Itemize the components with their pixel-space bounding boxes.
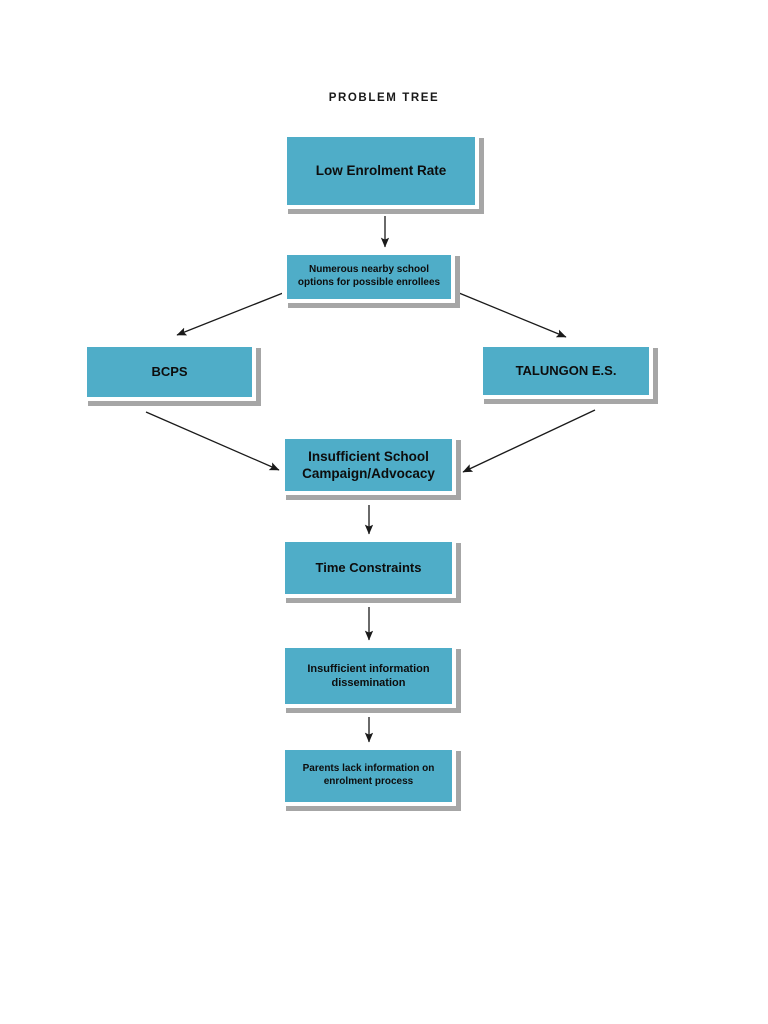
node-parents-lack-information[interactable]: Parents lack information on enrolment pr… — [281, 746, 456, 806]
page-title: PROBLEM TREE — [328, 92, 440, 104]
node-numerous-nearby-school-options[interactable]: Numerous nearby school options for possi… — [283, 251, 455, 303]
node-label: TALUNGON E.S. — [515, 362, 617, 378]
node-label: Time Constraints — [315, 559, 422, 575]
node-low-enrolment-rate[interactable]: Low Enrolment Rate — [283, 133, 479, 209]
edge-right-to-mid — [462, 409, 596, 473]
edge-left-to-mid — [145, 411, 280, 471]
node-talungon-es[interactable]: TALUNGON E.S. — [479, 343, 653, 399]
edge-cause-to-right — [458, 292, 567, 338]
node-label: Parents lack information on enrolment pr… — [302, 763, 435, 787]
node-label: Low Enrolment Rate — [315, 163, 447, 179]
node-label: BCPS — [151, 363, 188, 379]
node-label: Insufficient School Campaign/Advocacy — [302, 448, 435, 481]
edge-cause-to-left — [176, 292, 284, 336]
node-time-constraints[interactable]: Time Constraints — [281, 538, 456, 598]
node-bcps[interactable]: BCPS — [83, 343, 256, 401]
node-insufficient-information-dissemination[interactable]: Insufficient information dissemination — [281, 644, 456, 708]
node-label: Numerous nearby school options for possi… — [297, 264, 441, 288]
node-label: Insufficient information dissemination — [307, 662, 430, 689]
node-insufficient-school-campaign-advocacy[interactable]: Insufficient School Campaign/Advocacy — [281, 435, 456, 495]
